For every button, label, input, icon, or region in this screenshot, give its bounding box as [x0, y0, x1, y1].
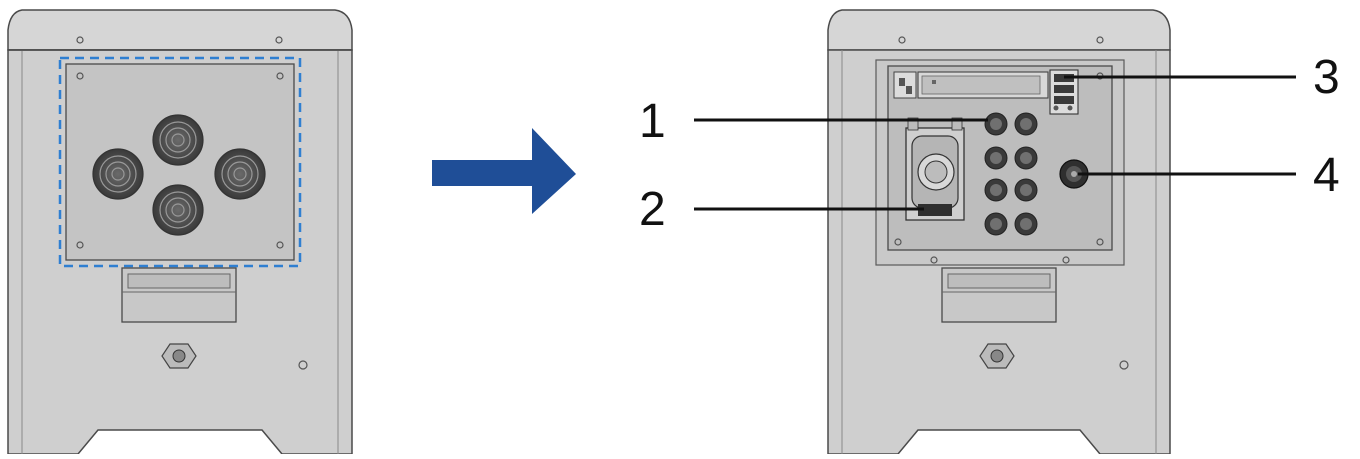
cable-gland-right: [214, 148, 266, 200]
cable-gland-bottom: [152, 184, 204, 236]
ground-screw-before: [298, 360, 308, 370]
cabinet-before: [7, 9, 353, 455]
power-connector: [905, 117, 965, 221]
handle-before: [121, 267, 237, 323]
wiring-plate-after: [887, 65, 1113, 264]
din-rail-component: [893, 71, 1049, 99]
bottom-connector-before: [161, 343, 197, 369]
round-port: [1059, 159, 1089, 189]
callout-4: 4: [1313, 149, 1340, 202]
callout-2: 2: [639, 183, 666, 236]
highlight-dashed-outline: [58, 56, 302, 268]
ground-screw-after: [1119, 360, 1129, 370]
arrow-right-icon: [432, 128, 576, 214]
small-cable-glands: [984, 112, 1038, 236]
callout-1: 1: [639, 95, 666, 148]
bottom-connector-after: [979, 343, 1015, 369]
gland-plate-before: [58, 56, 302, 268]
cable-gland-left: [92, 148, 144, 200]
handle-after: [941, 267, 1057, 323]
cabinet-after: [827, 9, 1171, 455]
cable-gland-top: [152, 114, 204, 166]
callout-3: 3: [1313, 51, 1340, 104]
